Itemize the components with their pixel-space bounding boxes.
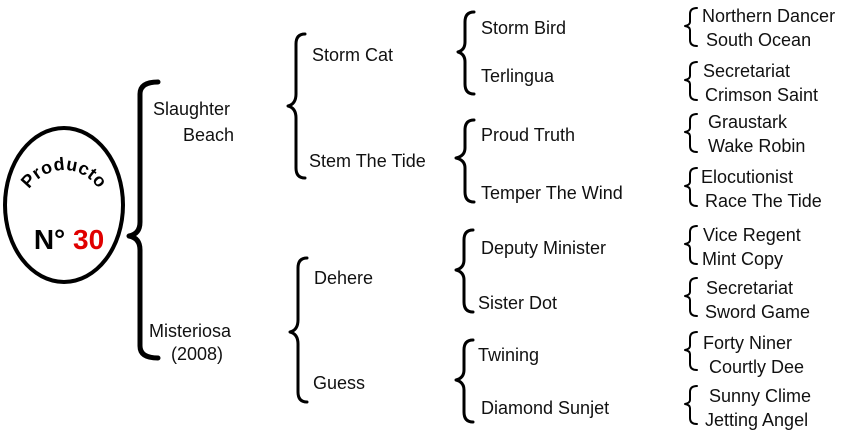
gen4-secretariat-2: Secretariat <box>706 278 794 298</box>
bracket-twining <box>684 331 698 371</box>
gen3-storm-bird: Storm Bird <box>481 18 567 38</box>
bracket-sister-dot <box>684 277 698 317</box>
product-badge <box>3 126 125 284</box>
sire-name-line1: Slaughter <box>153 99 231 119</box>
gen4-vice-regent: Vice Regent <box>703 225 801 245</box>
svg-text:Producto: Producto <box>17 154 111 192</box>
gen2-storm-cat: Storm Cat <box>312 45 394 65</box>
gen4-south-ocean: South Ocean <box>706 30 812 50</box>
sire-name-line2: Beach <box>183 125 235 145</box>
bracket-stem-the-tide <box>454 118 476 204</box>
gen4-crimson-saint: Crimson Saint <box>705 85 819 105</box>
bracket-proud-truth <box>684 113 698 153</box>
gen3-diamond-sunjet: Diamond Sunjet <box>481 398 610 418</box>
gen4-mint-copy: Mint Copy <box>702 249 784 269</box>
gen2-guess: Guess <box>313 373 366 393</box>
gen4-secretariat-1: Secretariat <box>703 61 791 81</box>
bracket-root <box>126 79 161 361</box>
gen4-forty-niner: Forty Niner <box>703 333 793 353</box>
bracket-deputy-minister <box>684 225 698 265</box>
gen4-sword-game: Sword Game <box>705 302 811 322</box>
gen4-courtly-dee: Courtly Dee <box>709 357 805 377</box>
dam-name-line1: Misteriosa <box>149 321 232 341</box>
badge-arc-text: Producto <box>17 154 111 192</box>
bracket-diamond-sunjet <box>684 385 698 425</box>
bracket-storm-bird <box>684 7 698 47</box>
bracket-terlingua <box>684 61 698 101</box>
gen3-proud-truth: Proud Truth <box>481 125 576 145</box>
gen4-race-the-tide: Race The Tide <box>705 191 822 211</box>
badge-number: N° 30 <box>14 224 124 256</box>
bracket-storm-cat <box>456 10 476 96</box>
gen3-sister-dot: Sister Dot <box>478 293 558 313</box>
gen3-deputy-minister: Deputy Minister <box>481 238 607 258</box>
dam-name-line2: (2008) <box>171 344 224 364</box>
badge-number-prefix: N° <box>33 224 66 255</box>
gen4-graustark: Graustark <box>708 112 788 132</box>
bracket-dehere <box>454 228 475 314</box>
gen4-northern-dancer: Northern Dancer <box>702 6 836 26</box>
bracket-guess <box>454 338 475 424</box>
gen4-wake-robin: Wake Robin <box>708 136 806 156</box>
bracket-slaughter-beach <box>286 32 307 180</box>
gen3-temper-the-wind: Temper The Wind <box>481 183 623 203</box>
gen2-stem-the-tide: Stem The Tide <box>309 151 426 171</box>
gen3-twining: Twining <box>478 345 540 365</box>
gen3-terlingua: Terlingua <box>481 66 555 86</box>
badge-word: Producto <box>17 154 111 192</box>
gen2-dehere: Dehere <box>314 268 374 288</box>
bracket-temper-the-wind <box>684 167 698 207</box>
badge-number-value: 30 <box>73 224 105 255</box>
gen4-sunny-clime: Sunny Clime <box>709 386 812 406</box>
gen4-elocutionist: Elocutionist <box>701 167 794 187</box>
bracket-misteriosa <box>288 256 309 404</box>
gen4-jetting-angel: Jetting Angel <box>705 410 809 430</box>
